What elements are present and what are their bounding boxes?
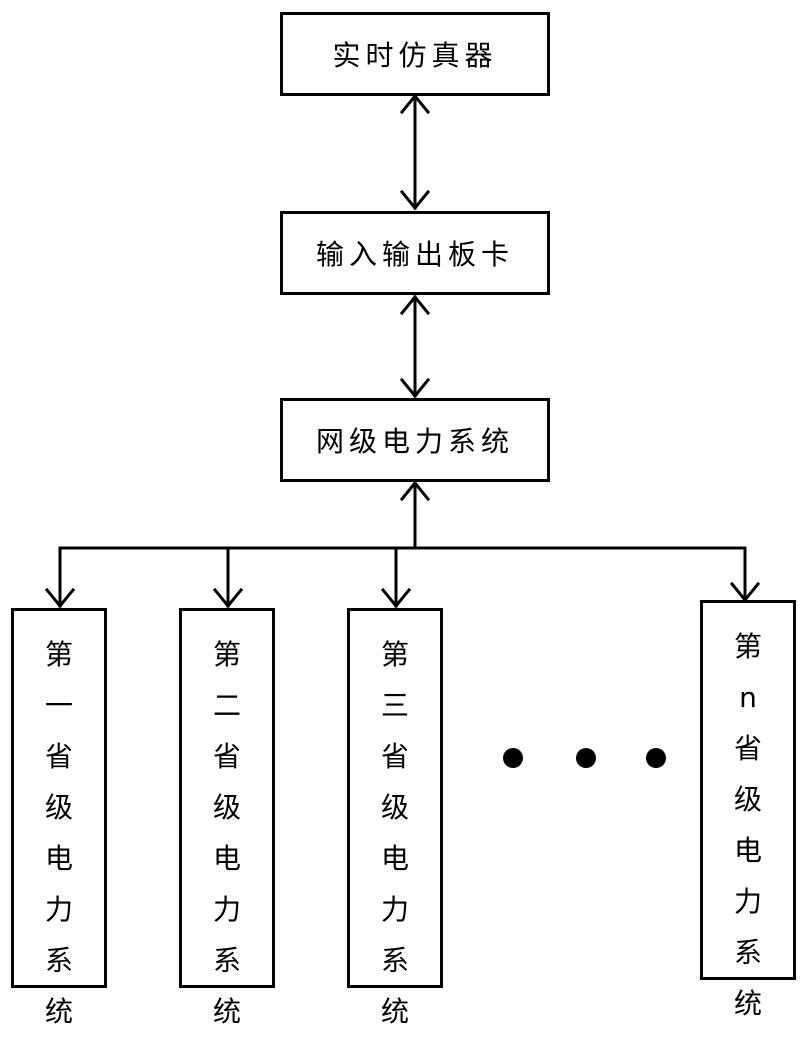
- provincial-system-3-char: 系: [380, 944, 409, 977]
- grid-power-system-box: 网级电力系统: [280, 398, 550, 482]
- provincial-system-2-char: 统: [212, 995, 241, 1028]
- provincial-system-1-char: 级: [44, 791, 73, 824]
- arrow-io-grid-head-up: [399, 294, 431, 316]
- provincial-system-3-char: 统: [380, 995, 409, 1028]
- provincial-system-1-char: 一: [44, 689, 73, 722]
- connector-lines: [44, 93, 761, 609]
- provincial-system-2-char: 系: [212, 944, 241, 977]
- provincial-system-2-char: 第: [212, 638, 241, 671]
- provincial-system-3-char: 第: [380, 638, 409, 671]
- provincial-system-1-char: 系: [44, 944, 73, 977]
- realtime-simulator-label: 实时仿真器: [332, 39, 498, 72]
- grid-power-system-label: 网级电力系统: [315, 425, 514, 458]
- provincial-system-n-char: 统: [733, 987, 762, 1020]
- provincial-system-1-box: 第 一 省 级 电 力 系 统: [11, 608, 107, 1028]
- provincial-system-n-char: 力: [733, 885, 762, 918]
- provincial-system-3-char: 级: [380, 791, 409, 824]
- provincial-system-n-char: 第: [733, 630, 762, 663]
- arrow-simulator-io-head-down: [399, 189, 431, 211]
- provincial-system-1-char: 电: [44, 842, 73, 875]
- realtime-simulator-box: 实时仿真器: [280, 12, 550, 96]
- provincial-system-3-char: 力: [380, 893, 409, 926]
- branch-3-arrow-head: [380, 587, 412, 609]
- provincial-system-1-char: 第: [44, 638, 73, 671]
- provincial-system-2-char: 级: [212, 791, 241, 824]
- provincial-system-1-char: 省: [44, 740, 73, 773]
- provincial-system-2-char: 电: [212, 842, 241, 875]
- grid-arrow-head-up: [399, 480, 431, 502]
- provincial-system-n-box: 第 n 省 级 电 力 系 统: [700, 600, 796, 1020]
- branch-2-arrow-head: [212, 587, 244, 609]
- provincial-system-n-char: 系: [733, 936, 762, 969]
- provincial-system-3-box: 第 三 省 级 电 力 系 统: [347, 608, 443, 1028]
- provincial-system-3-char: 省: [380, 740, 409, 773]
- arrow-io-grid-head-down: [399, 377, 431, 399]
- provincial-system-2-char: 省: [212, 740, 241, 773]
- provincial-system-3-char: 电: [380, 842, 409, 875]
- arrow-simulator-io-head-up: [399, 93, 431, 115]
- provincial-system-3-char: 三: [380, 689, 409, 722]
- branch-1-arrow-head: [44, 587, 76, 609]
- io-card-label: 输入输出板卡: [315, 238, 514, 271]
- provincial-system-n-char: 级: [733, 783, 762, 816]
- io-card-box: 输入输出板卡: [280, 211, 550, 295]
- provincial-system-n-char: 省: [733, 732, 762, 765]
- provincial-system-n-char: n: [739, 681, 757, 714]
- ellipsis-dot: [646, 748, 666, 768]
- provincial-system-2-char: 力: [212, 893, 241, 926]
- provincial-system-1-char: 力: [44, 893, 73, 926]
- provincial-system-1-char: 统: [44, 995, 73, 1028]
- ellipsis-dot: [503, 748, 523, 768]
- provincial-system-2-box: 第 二 省 级 电 力 系 统: [179, 608, 275, 1028]
- provincial-system-2-char: 二: [212, 689, 241, 722]
- ellipsis-dot: [576, 748, 596, 768]
- provincial-system-n-char: 电: [733, 834, 762, 867]
